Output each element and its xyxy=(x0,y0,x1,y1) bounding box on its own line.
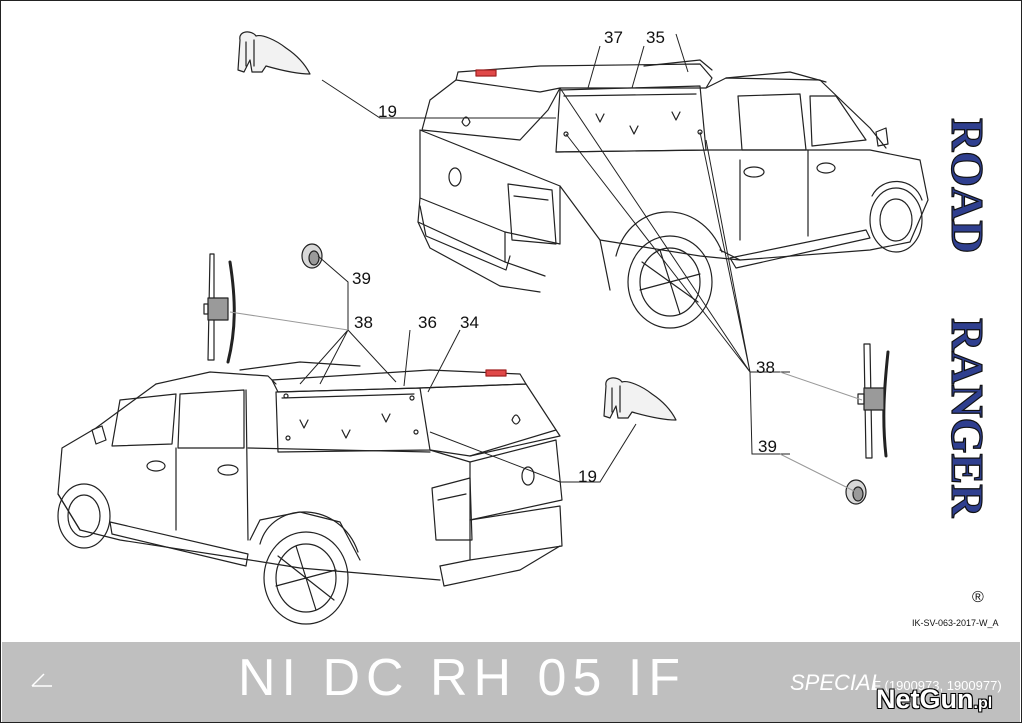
watermark-tld: .pl xyxy=(973,695,993,712)
truck-front-view xyxy=(57,361,563,625)
seal-profile-top xyxy=(237,31,311,75)
brand-line-2: RANGER xyxy=(942,318,993,518)
callout-38-top: 38 xyxy=(354,313,373,332)
clip-left xyxy=(203,253,236,364)
callout-19-top: 19 xyxy=(378,102,397,121)
seal-profile-bottom xyxy=(603,377,677,421)
clip-right xyxy=(857,343,890,459)
leader-lines xyxy=(229,33,863,493)
callout-37: 37 xyxy=(604,28,623,47)
road-ranger-logo: ROAD RANGER ® xyxy=(941,118,993,606)
callout-34: 34 xyxy=(460,313,479,332)
document-id: IK-SV-063-2017-W_A xyxy=(912,618,999,628)
callout-19-bottom: 19 xyxy=(578,467,597,486)
footer-bar xyxy=(2,642,1020,722)
special-label: SPECIAL xyxy=(790,670,883,695)
callout-35: 35 xyxy=(646,28,665,47)
grommet-top xyxy=(301,243,323,269)
callout-labels: 19 37 35 39 38 36 34 38 39 19 xyxy=(352,28,777,486)
callout-39-bottom: 39 xyxy=(758,437,777,456)
brand-line-1: ROAD xyxy=(942,118,993,253)
callout-39-top: 39 xyxy=(352,269,371,288)
model-code: NI DC RH 05 IF xyxy=(238,649,687,707)
footer-slash-icon xyxy=(31,673,52,687)
callout-36: 36 xyxy=(418,313,437,332)
part-numbers: F (1900973, 1900977) xyxy=(873,678,1002,693)
watermark-name: NetGun xyxy=(876,684,974,714)
registered-mark: ® xyxy=(972,589,984,606)
callout-38-bottom: 38 xyxy=(756,358,775,377)
watermark: NetGun.pl xyxy=(876,684,992,715)
truck-rear-view xyxy=(417,59,929,329)
